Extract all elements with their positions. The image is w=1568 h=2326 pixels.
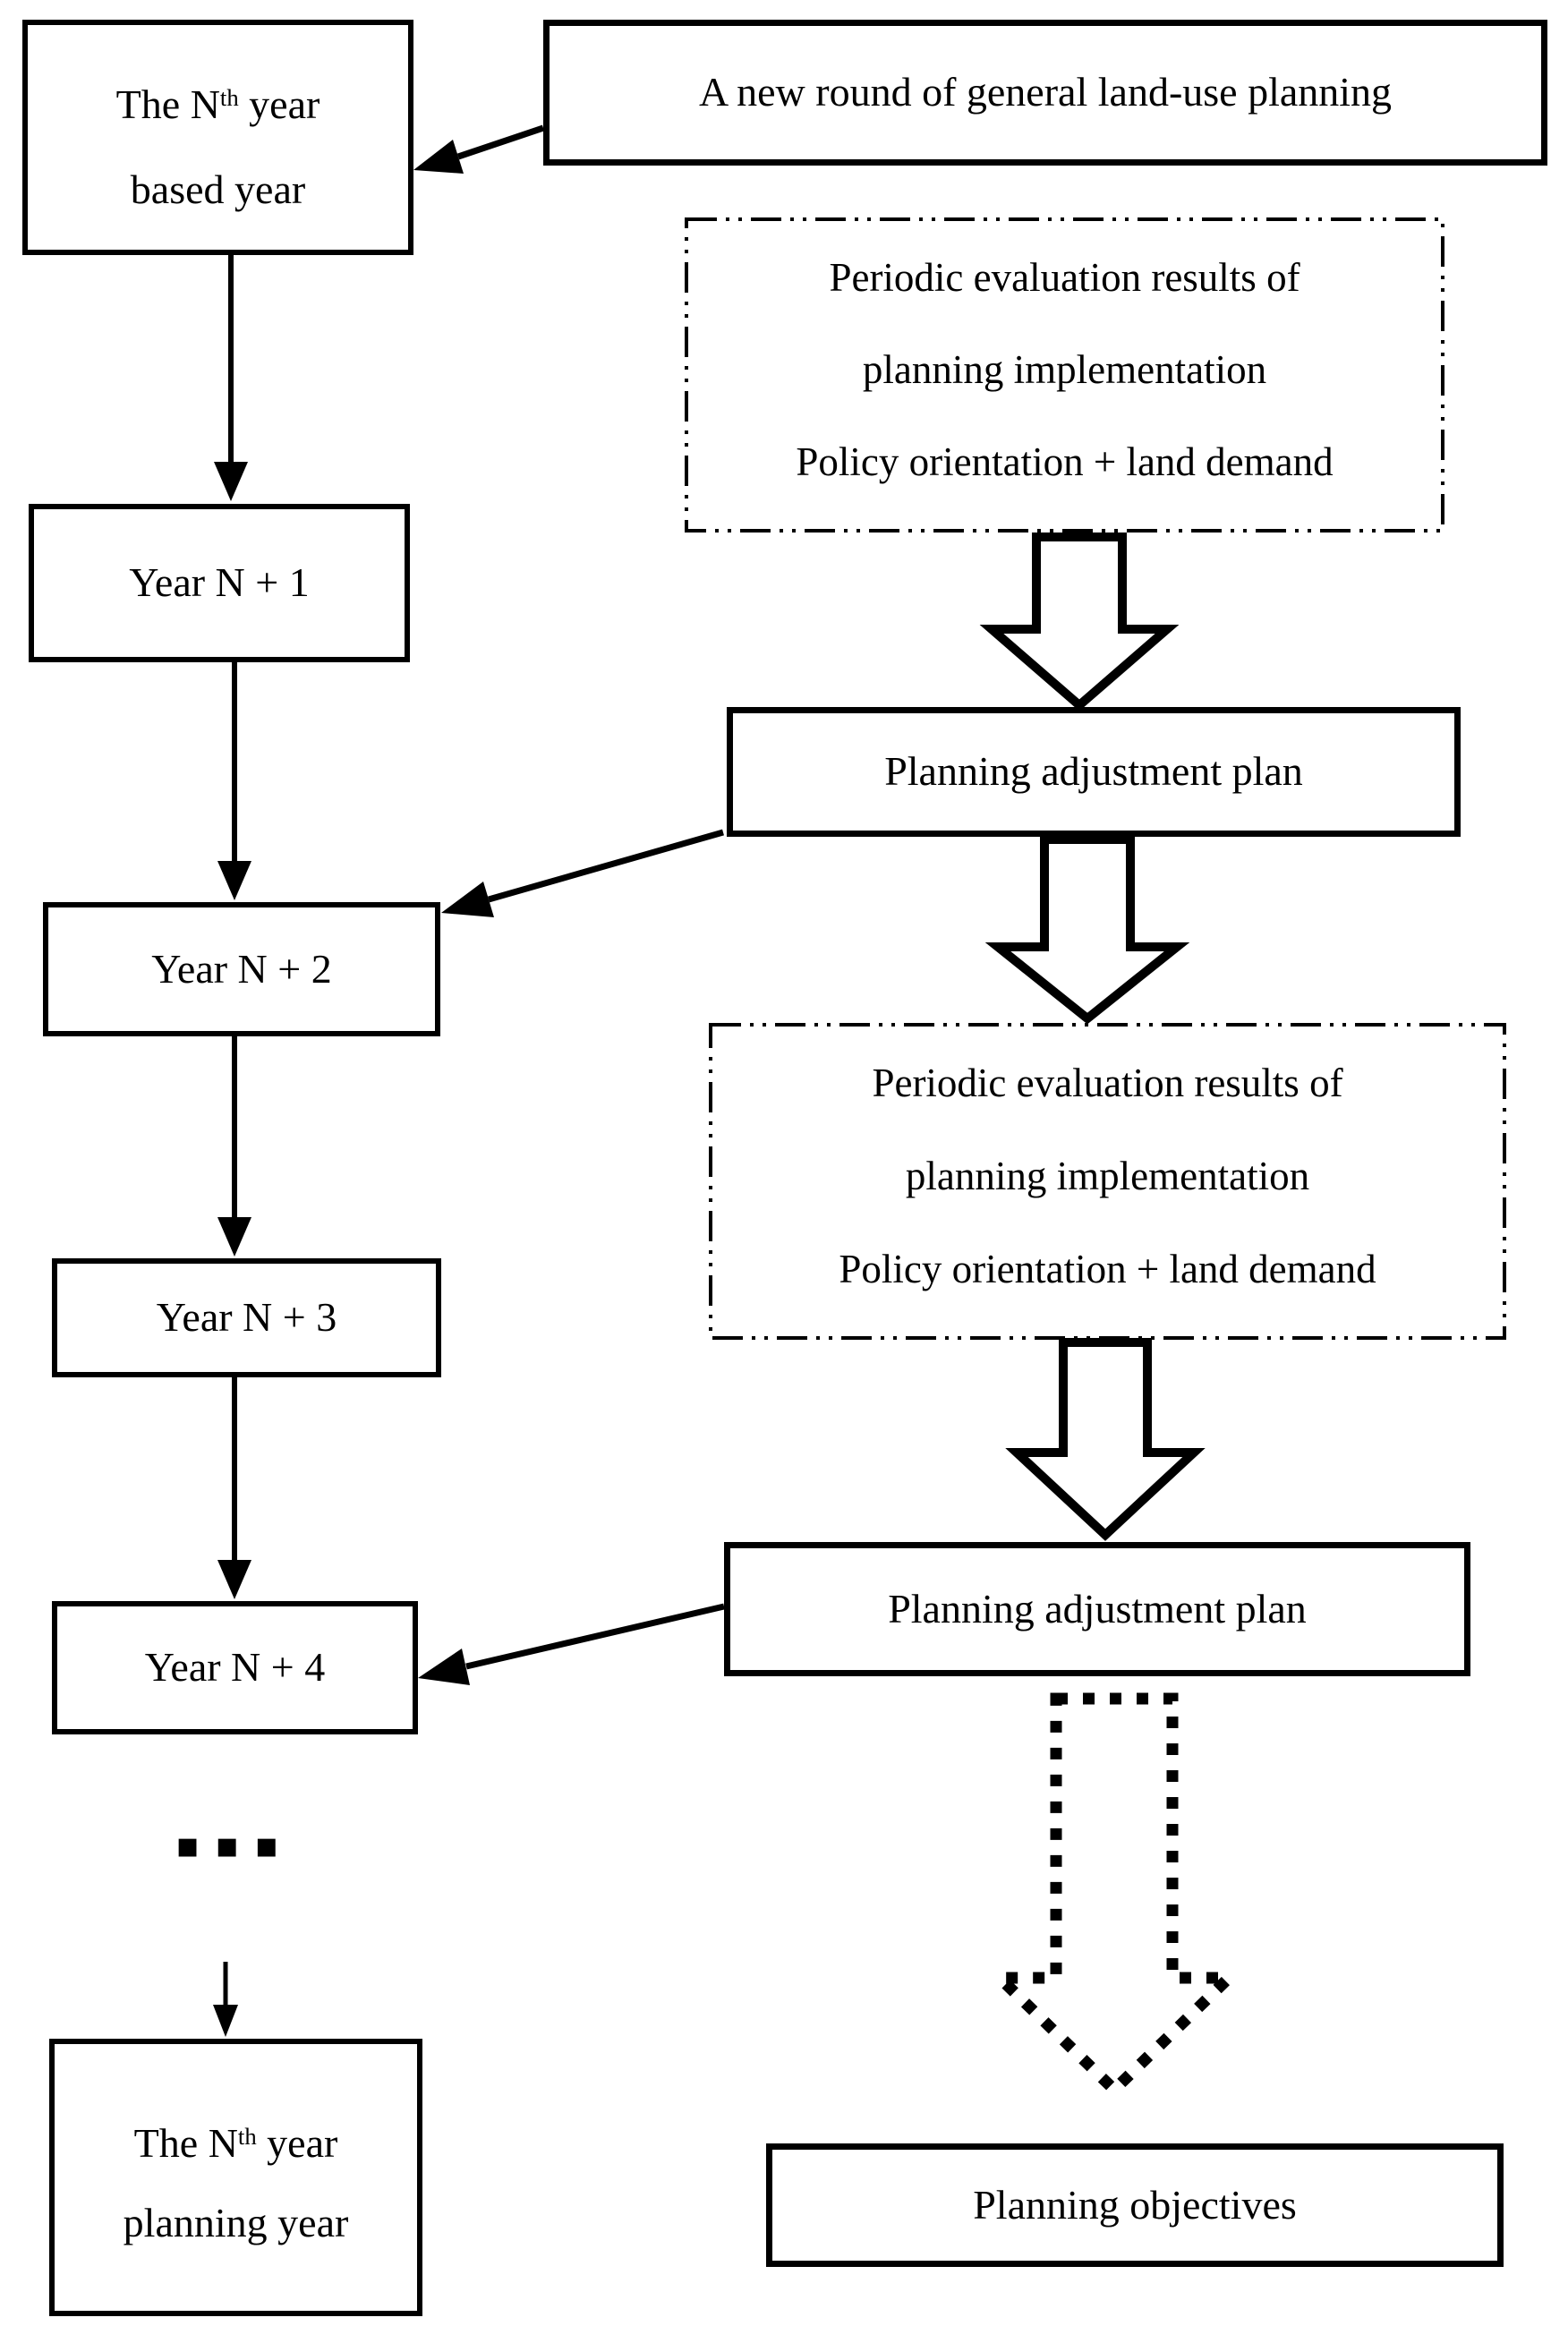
- arrow-ellipsis-to-planning-year: [213, 1962, 238, 2037]
- planning-year-line1: The Nth year: [133, 2120, 338, 2166]
- periodic2-line1: Periodic evaluation results of: [872, 1061, 1343, 1105]
- node-year-n3: Year N + 3: [52, 1258, 441, 1377]
- block-arrow-periodic1-to-plan1: [979, 533, 1180, 711]
- arrow-plan2-to-n4: [418, 1603, 725, 1685]
- year-n2-label: Year N + 2: [151, 945, 332, 992]
- node-adjustment-plan-2: Planning adjustment plan: [724, 1542, 1470, 1676]
- node-periodic-eval-1: Periodic evaluation results of planning …: [686, 219, 1443, 531]
- arrowhead-icon: [413, 140, 464, 174]
- arrowhead-icon: [441, 882, 494, 917]
- periodic2-line3: Policy orientation + land demand: [839, 1247, 1376, 1292]
- arrowhead-icon: [217, 1560, 251, 1599]
- node-adjustment-plan-1: Planning adjustment plan: [727, 707, 1461, 837]
- block-arrow-plan1-to-periodic2: [984, 835, 1190, 1025]
- periodic2-line2: planning implementation: [905, 1154, 1310, 1199]
- arrowhead-icon: [213, 2005, 238, 2037]
- node-new-round: A new round of general land-use planning: [543, 20, 1547, 166]
- node-planning-year: The Nth year planning year: [49, 2039, 422, 2316]
- node-year-n4: Year N + 4: [52, 1601, 418, 1734]
- arrowhead-icon: [217, 861, 251, 900]
- node-based-year: The Nth year based year: [22, 20, 413, 255]
- based-year-line2: based year: [130, 166, 306, 213]
- arrow-new-round-to-based-year: [413, 124, 545, 174]
- year-n4-label: Year N + 4: [144, 1644, 326, 1691]
- periodic1-line3: Policy orientation + land demand: [796, 439, 1334, 485]
- arrowhead-icon: [418, 1649, 470, 1685]
- node-year-n2: Year N + 2: [43, 902, 440, 1036]
- dotted-block-arrow-plan2-to-objectives: [985, 1692, 1243, 2099]
- dashdot-border-periodic-1: [685, 217, 1444, 533]
- year-n3-label: Year N + 3: [156, 1294, 337, 1341]
- arrow-plan1-to-n2: [441, 829, 724, 917]
- arrow-n2-to-n3: [217, 1036, 251, 1257]
- node-year-n1: Year N + 1: [29, 504, 410, 662]
- arrow-n3-to-n4: [217, 1377, 251, 1599]
- ellipsis-dots: ▪▪▪: [175, 1825, 294, 1866]
- dashdot-border-periodic-2: [709, 1023, 1506, 1340]
- arrow-n1-to-n2: [217, 662, 251, 900]
- periodic1-line1: Periodic evaluation results of: [829, 255, 1300, 300]
- node-periodic-eval-2: Periodic evaluation results of planning …: [711, 1025, 1504, 1338]
- planning-objectives-label: Planning objectives: [973, 2181, 1297, 2228]
- adjustment-plan-1-label: Planning adjustment plan: [884, 748, 1303, 795]
- node-planning-objectives: Planning objectives: [766, 2143, 1504, 2267]
- arrowhead-icon: [217, 1217, 251, 1257]
- adjustment-plan-2-label: Planning adjustment plan: [888, 1585, 1307, 1632]
- new-round-label: A new round of general land-use planning: [698, 69, 1393, 115]
- year-n1-label: Year N + 1: [129, 559, 310, 606]
- periodic1-line2: planning implementation: [862, 347, 1267, 393]
- arrow-based-year-to-n1: [214, 255, 248, 501]
- superscript-th: th: [219, 84, 239, 112]
- block-arrow-periodic2-to-plan2: [1005, 1338, 1206, 1541]
- arrowhead-icon: [214, 462, 248, 501]
- superscript-th: th: [237, 2123, 257, 2151]
- based-year-line1: The Nth year: [115, 81, 320, 127]
- planning-year-line2: planning year: [123, 2200, 349, 2246]
